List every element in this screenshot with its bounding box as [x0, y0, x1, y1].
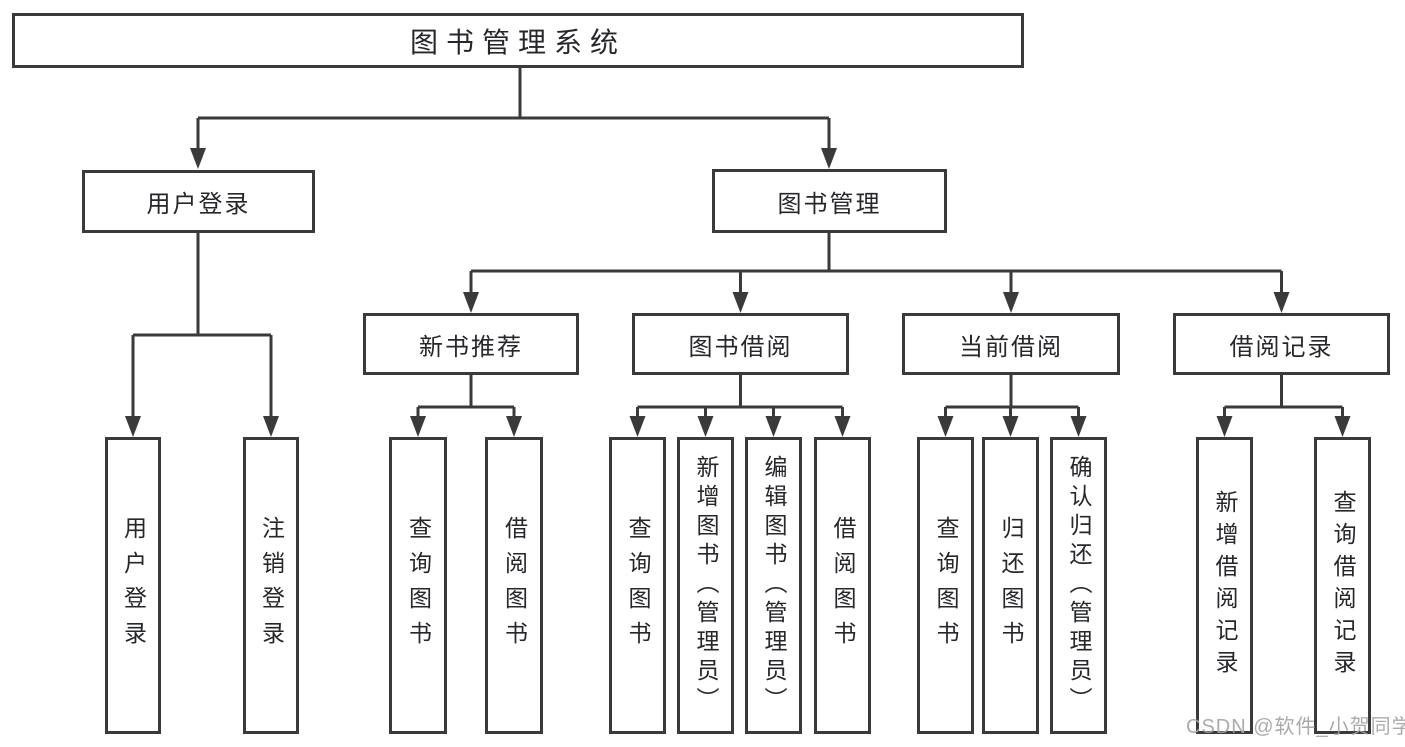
node-user-login-branch: 用户登录: [82, 170, 315, 233]
node-nb-borrow-books: 借阅图书: [485, 437, 543, 734]
node-bw-borrow-books: 借阅图书: [814, 437, 871, 734]
node-root-system: 图书管理系统: [12, 13, 1024, 68]
node-borrowing-records: 借阅记录: [1173, 313, 1390, 375]
node-cu-return-books: 归还图书: [982, 437, 1039, 734]
node-bw-query-books: 查询图书: [609, 437, 666, 734]
node-nb-query-books: 查询图书: [389, 437, 447, 734]
csdn-watermark: CSDN @软件_小贺同学: [1186, 716, 1405, 738]
node-logout-leaf: 注销登录: [243, 437, 299, 734]
node-cu-query-books: 查询图书: [917, 437, 974, 734]
node-user-login-leaf: 用户登录: [105, 437, 161, 734]
node-bw-edit-books-admin: 编辑图书（管理员）: [745, 437, 802, 734]
node-book-borrowing: 图书借阅: [632, 313, 849, 375]
node-book-management-branch: 图书管理: [712, 169, 947, 233]
node-new-book-recommend: 新书推荐: [363, 313, 579, 375]
node-current-borrowing: 当前借阅: [902, 313, 1120, 375]
node-rc-query-record: 查询借阅记录: [1314, 437, 1371, 734]
node-cu-confirm-return-admin: 确认归还（管理员）: [1050, 437, 1107, 734]
node-bw-add-books-admin: 新增图书（管理员）: [677, 437, 734, 734]
node-rc-add-record: 新增借阅记录: [1196, 437, 1253, 734]
